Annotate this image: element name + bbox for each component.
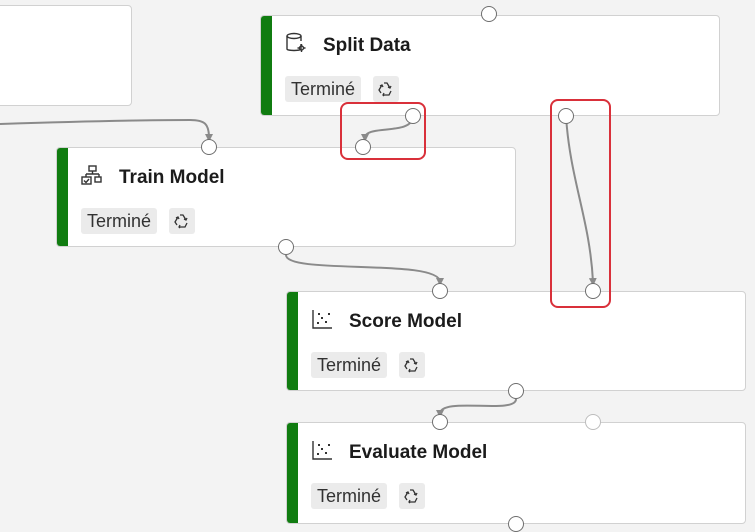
score-model-output-port[interactable] xyxy=(508,383,524,399)
recycle-icon[interactable] xyxy=(169,208,195,234)
status-stripe xyxy=(261,16,272,115)
status-stripe xyxy=(287,292,298,390)
recycle-icon[interactable] xyxy=(399,483,425,509)
split-data-node[interactable]: Split Data Terminé xyxy=(260,15,720,116)
recycle-icon[interactable] xyxy=(399,352,425,378)
database-settings-icon xyxy=(285,32,307,54)
train-model-input-port-2[interactable] xyxy=(355,139,371,155)
connector-train-to-score[interactable] xyxy=(285,254,444,286)
recycle-icon[interactable] xyxy=(373,76,399,102)
node-title: Score Model xyxy=(349,311,462,332)
score-model-input-port-2[interactable] xyxy=(585,283,601,299)
status-stripe xyxy=(287,423,298,523)
scatter-chart-icon xyxy=(311,308,333,330)
score-model-node[interactable]: Score Model Terminé xyxy=(286,291,746,391)
connector-split-to-score[interactable] xyxy=(565,115,597,286)
node-title: Evaluate Model xyxy=(349,442,488,463)
score-model-input-port-1[interactable] xyxy=(432,283,448,299)
node-title: Train Model xyxy=(119,167,225,188)
split-data-output-port-2[interactable] xyxy=(558,108,574,124)
train-model-output-port[interactable] xyxy=(278,239,294,255)
status-stripe xyxy=(57,148,68,246)
dataset-node-partial[interactable] xyxy=(0,5,132,106)
status-badge: Terminé xyxy=(311,483,388,509)
evaluate-model-input-port-1[interactable] xyxy=(432,414,448,430)
node-title: Split Data xyxy=(323,35,411,56)
evaluate-model-input-port-2[interactable] xyxy=(585,414,601,430)
train-model-input-port-1[interactable] xyxy=(201,139,217,155)
split-data-input-port[interactable] xyxy=(481,6,497,22)
status-badge: Terminé xyxy=(311,352,388,378)
status-badge: Terminé xyxy=(81,208,158,234)
train-model-node[interactable]: Train Model Terminé xyxy=(56,147,516,247)
split-data-output-port-1[interactable] xyxy=(405,108,421,124)
scatter-chart-icon xyxy=(311,439,333,461)
connector-score-to-evaluate[interactable] xyxy=(436,398,517,418)
evaluate-model-node[interactable]: Evaluate Model Terminé xyxy=(286,422,746,524)
connector-left-to-train[interactable] xyxy=(0,118,213,142)
status-badge: Terminé xyxy=(285,76,362,102)
hierarchy-check-icon xyxy=(81,164,103,186)
